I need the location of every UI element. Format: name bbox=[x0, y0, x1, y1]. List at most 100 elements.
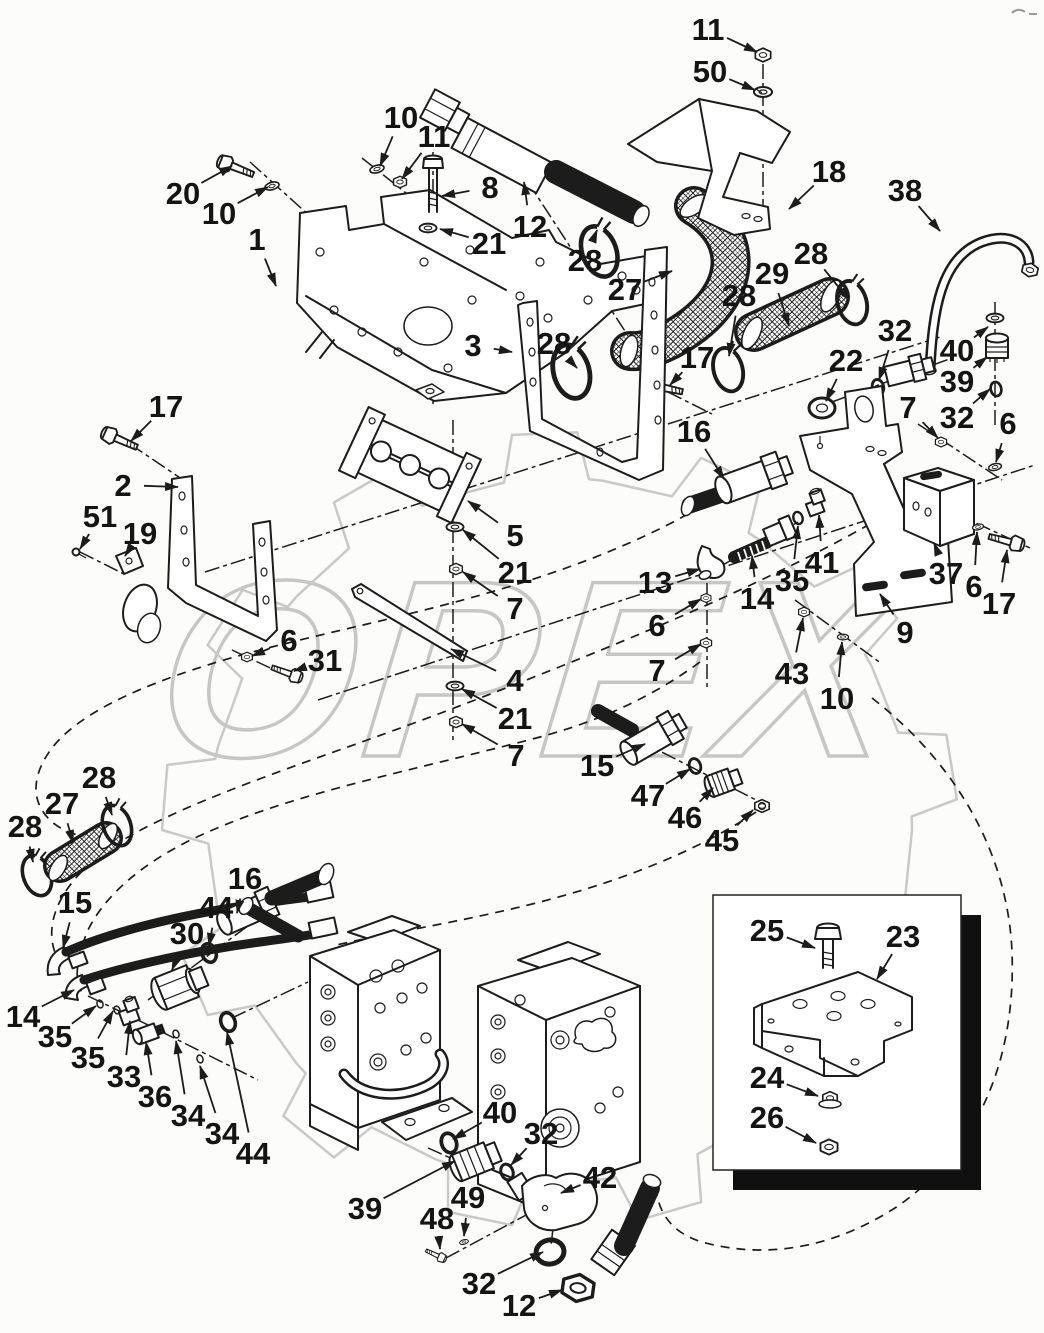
callout-14-label: 14 bbox=[6, 999, 41, 1034]
callout-35-label: 35 bbox=[71, 1040, 105, 1075]
callout-42-label: 42 bbox=[583, 1160, 617, 1195]
callout-arrow-28 bbox=[823, 268, 850, 301]
callout-26-label: 26 bbox=[750, 1100, 784, 1135]
part-nut-7b bbox=[449, 715, 463, 729]
callout-13-label: 13 bbox=[638, 565, 672, 600]
callout-arrow-17 bbox=[669, 371, 684, 386]
part-bolt-17r bbox=[986, 528, 1027, 555]
part-fitting-16-top bbox=[680, 450, 794, 517]
part-nut-6l bbox=[241, 651, 253, 663]
callout-arrow-10 bbox=[836, 641, 846, 678]
part-nut-7r bbox=[934, 436, 948, 448]
callout-34-label: 34 bbox=[205, 1116, 240, 1151]
callout-arrow-5 bbox=[467, 500, 499, 524]
part-sensor-fitting bbox=[883, 352, 936, 388]
callout-arrow-32 bbox=[972, 388, 991, 405]
part-washer-10r bbox=[836, 633, 850, 641]
callout-arrow-6 bbox=[674, 598, 702, 616]
callout-arrow-39 bbox=[383, 1160, 456, 1200]
callout-15-label: 15 bbox=[580, 748, 614, 783]
part-nut-7a bbox=[449, 562, 463, 576]
part-washer-50 bbox=[753, 86, 773, 98]
callout-arrow-35 bbox=[792, 525, 802, 560]
part-bracket-1 bbox=[296, 189, 651, 402]
callout-28-label: 28 bbox=[722, 278, 756, 313]
callout-36-label: 36 bbox=[138, 1079, 172, 1114]
part-oring-34b bbox=[195, 1053, 205, 1065]
callout-arrow-1 bbox=[264, 258, 277, 287]
part-fitting-30 bbox=[150, 964, 210, 1011]
callout-16-label: 16 bbox=[677, 414, 711, 449]
part-bolt-20 bbox=[213, 151, 258, 184]
callout-4-label: 4 bbox=[506, 663, 524, 698]
part-hose-27-bl bbox=[43, 821, 123, 883]
part-bolt-48 bbox=[423, 1245, 449, 1265]
callout-40-label: 40 bbox=[483, 1095, 517, 1130]
callout-arrow-13 bbox=[674, 568, 701, 578]
callout-12-label: 12 bbox=[502, 1288, 536, 1323]
callout-32-label: 32 bbox=[524, 1116, 558, 1151]
callout-2-label: 2 bbox=[114, 468, 131, 503]
callout-arrow-35 bbox=[97, 1010, 114, 1039]
callout-arrow-11 bbox=[401, 152, 423, 180]
callout-arrow-44 bbox=[225, 1031, 250, 1133]
callout-arrow-7 bbox=[674, 643, 702, 661]
callout-arrow-24 bbox=[786, 1083, 819, 1097]
callout-24-label: 24 bbox=[750, 1060, 785, 1095]
callout-18-label: 18 bbox=[812, 154, 846, 189]
callout-28-label: 28 bbox=[82, 760, 116, 795]
callout-5-label: 5 bbox=[506, 518, 523, 553]
part-elbow-33 bbox=[117, 995, 141, 1027]
callout-21-label: 21 bbox=[498, 701, 532, 736]
callout-arrow-6 bbox=[971, 531, 981, 566]
part-elbow-41 bbox=[804, 487, 826, 518]
part-pin-51 bbox=[71, 547, 87, 559]
callout-arrow-51 bbox=[79, 533, 91, 550]
callout-50-label: 50 bbox=[693, 54, 727, 89]
part-nut-11-top bbox=[754, 47, 772, 63]
callout-12-label: 12 bbox=[513, 209, 547, 244]
callout-7-label: 7 bbox=[899, 390, 916, 425]
callout-28-label: 28 bbox=[568, 243, 602, 278]
part-oring-40b bbox=[436, 1129, 462, 1157]
part-oring-32d bbox=[533, 1237, 567, 1267]
callout-1-label: 1 bbox=[248, 222, 265, 257]
callout-arrow-17 bbox=[130, 420, 152, 442]
part-clamp-block-5 bbox=[338, 406, 482, 524]
callout-7-label: 7 bbox=[506, 591, 523, 626]
callout-32-label: 32 bbox=[878, 313, 912, 348]
callout-arrow-12 bbox=[538, 1289, 563, 1299]
part-washer-21a bbox=[445, 521, 465, 533]
callout-44-label: 44 bbox=[236, 1136, 271, 1171]
callout-arrow-14 bbox=[41, 989, 75, 1008]
callout-39-label: 39 bbox=[348, 1191, 382, 1226]
callout-22-label: 22 bbox=[829, 343, 863, 378]
callout-arrow-17 bbox=[1000, 549, 1010, 583]
callout-arrow-2 bbox=[143, 482, 179, 492]
callout-19-label: 19 bbox=[123, 516, 157, 551]
callout-arrow-34 bbox=[173, 1040, 186, 1095]
part-nut-26 bbox=[819, 1138, 839, 1156]
callout-7-label: 7 bbox=[507, 738, 524, 773]
callout-arrow-19 bbox=[124, 542, 136, 557]
callout-arrow-26 bbox=[785, 1126, 817, 1144]
callout-11-label: 11 bbox=[418, 119, 451, 154]
callout-arrow-30 bbox=[171, 952, 182, 971]
callout-21-label: 21 bbox=[498, 555, 532, 590]
callout-39-label: 39 bbox=[940, 364, 974, 399]
part-washer-6r bbox=[987, 461, 1003, 473]
callout-arrow-22 bbox=[825, 378, 838, 402]
part-fitting-15m bbox=[591, 704, 688, 766]
callout-23-label: 23 bbox=[886, 919, 920, 954]
callout-arrow-31 bbox=[293, 662, 308, 672]
callout-arrow-45 bbox=[736, 809, 754, 827]
callout-arrow-7 bbox=[921, 421, 939, 439]
callout-arrow-46 bbox=[698, 787, 714, 803]
part-oring-35m bbox=[790, 509, 806, 527]
part-nut-24 bbox=[818, 1090, 842, 1109]
callout-arrow-33 bbox=[124, 1020, 134, 1056]
callout-47-label: 47 bbox=[631, 778, 665, 813]
callout-15-label: 15 bbox=[58, 885, 92, 920]
callout-arrow-28 bbox=[103, 796, 113, 816]
